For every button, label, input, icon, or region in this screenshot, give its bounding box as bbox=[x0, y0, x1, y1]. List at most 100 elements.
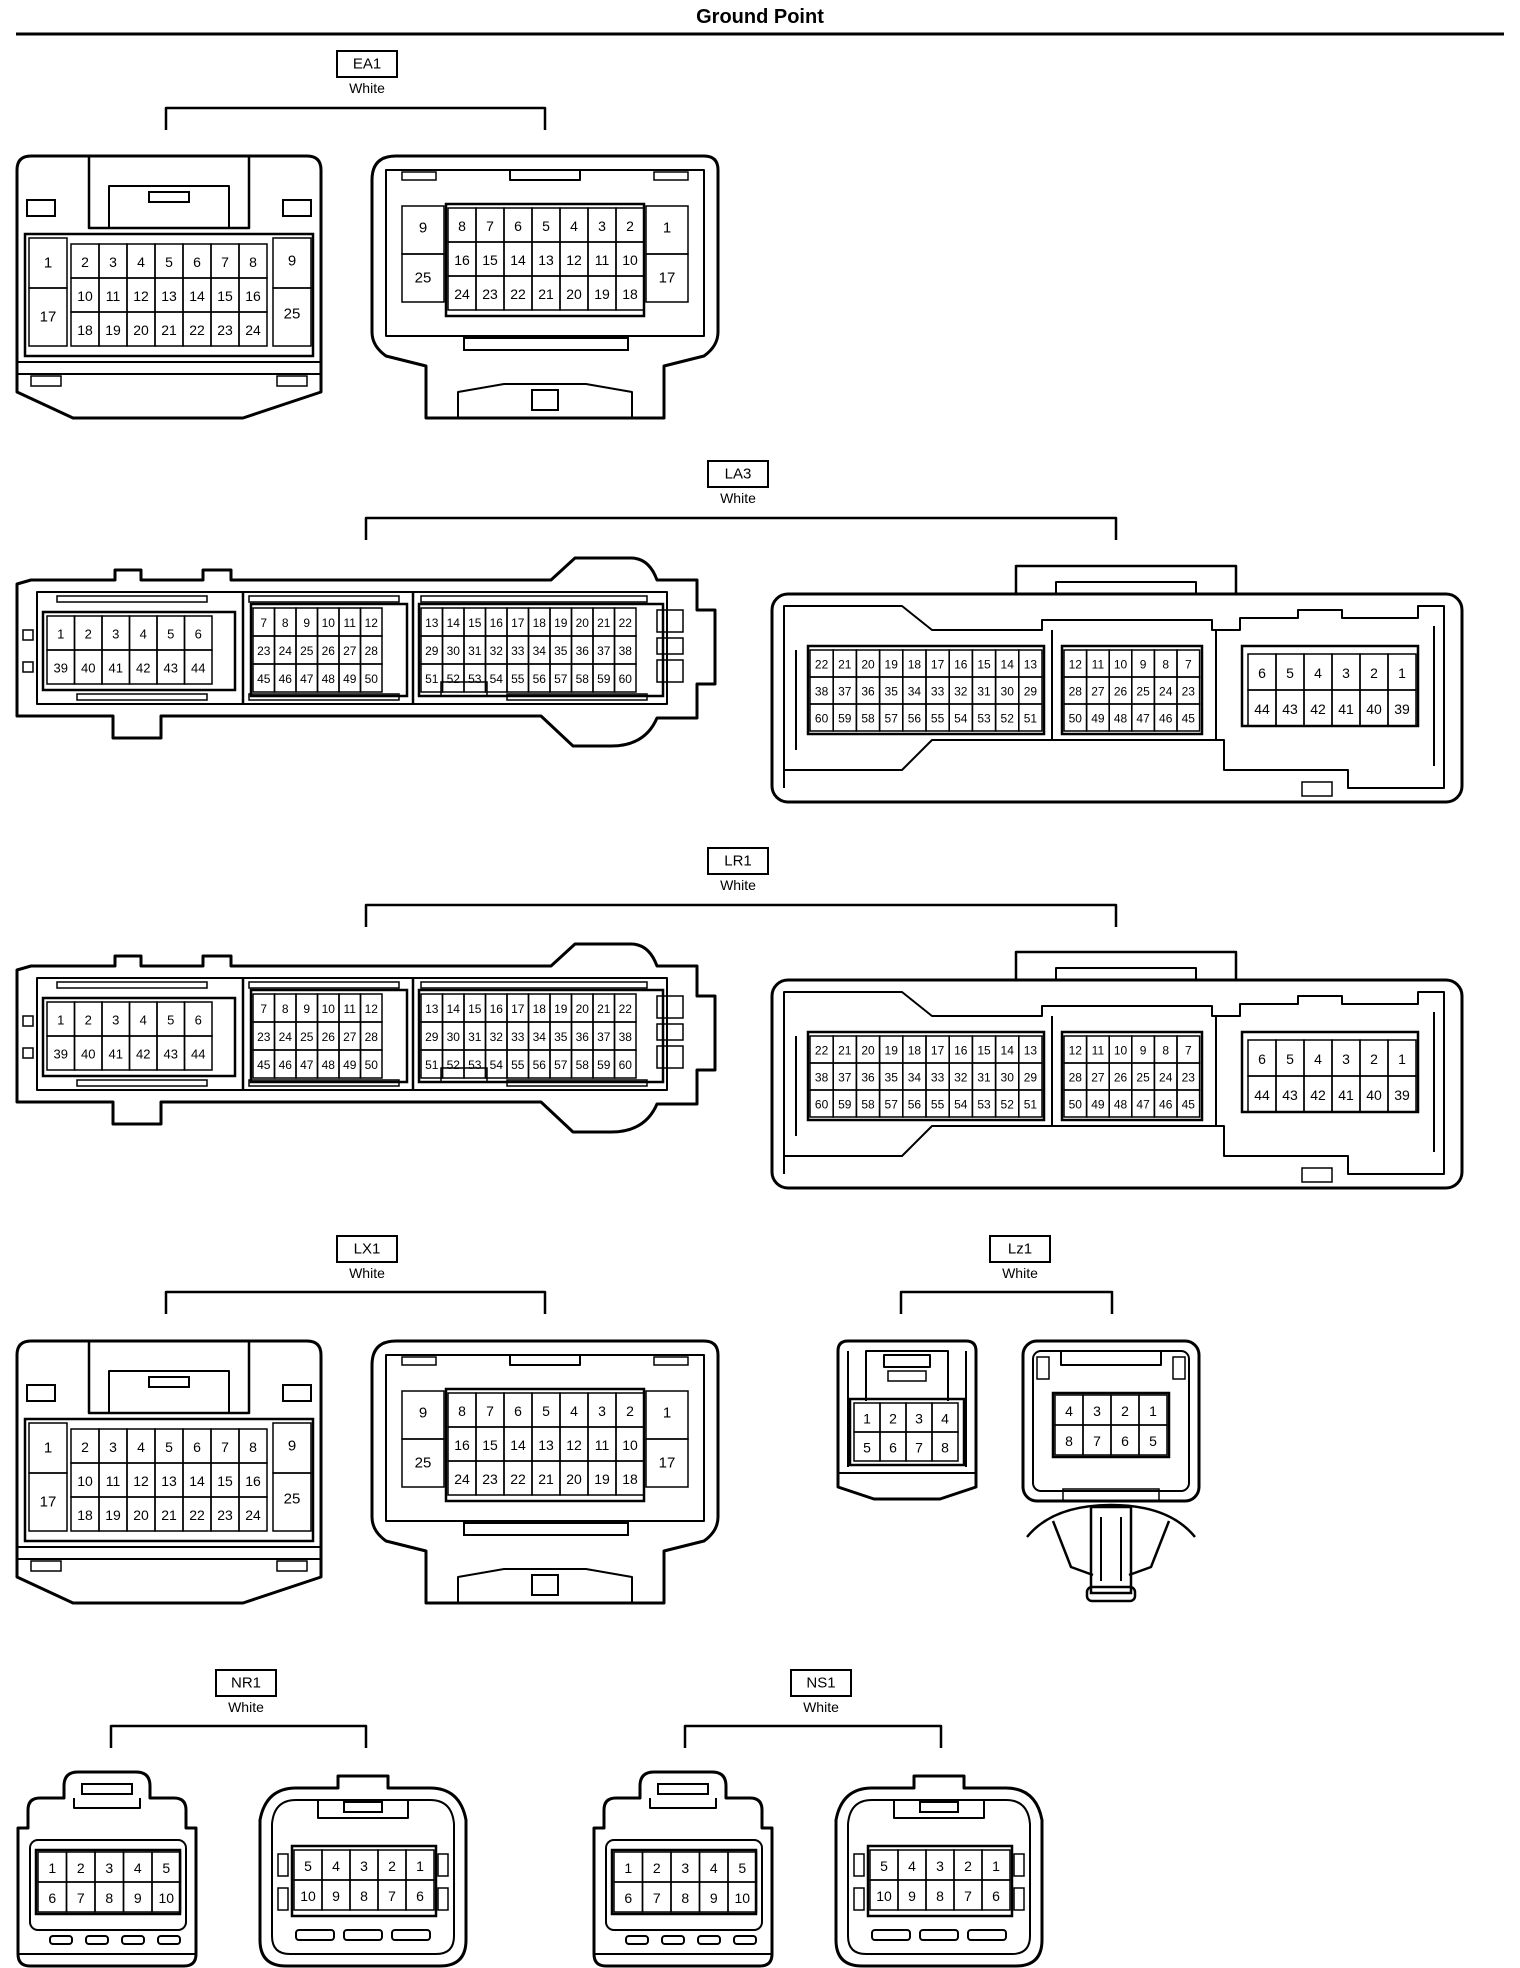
outline bbox=[847, 1799, 1031, 1955]
pin-number: 11 bbox=[1092, 658, 1105, 672]
pin-cell bbox=[405, 1879, 435, 1911]
outline bbox=[1036, 1356, 1050, 1380]
pin-number: 6 bbox=[889, 1440, 897, 1456]
outline bbox=[85, 1935, 109, 1945]
pin-number: 27 bbox=[1091, 1071, 1105, 1085]
pin-number: 44 bbox=[1254, 1087, 1270, 1103]
outline bbox=[1051, 1391, 1171, 1459]
connector-color: White bbox=[349, 80, 385, 96]
pin-number: 2 bbox=[626, 218, 634, 234]
outline bbox=[656, 1045, 684, 1069]
pin-number: 29 bbox=[425, 1030, 439, 1044]
pin-number: 3 bbox=[1093, 1403, 1101, 1419]
pin-cell bbox=[1018, 1089, 1043, 1118]
pin-number: 48 bbox=[1114, 1098, 1128, 1112]
pin-number: 22 bbox=[189, 322, 205, 338]
pin-number: 4 bbox=[134, 1860, 142, 1876]
pin-number: 7 bbox=[964, 1888, 972, 1904]
outline bbox=[56, 595, 208, 603]
pin-number: 10 bbox=[77, 288, 93, 304]
pin-number: 55 bbox=[511, 672, 525, 686]
pin-number: 4 bbox=[137, 1439, 145, 1455]
pin-number: 46 bbox=[1159, 712, 1173, 726]
outline bbox=[866, 1844, 1014, 1918]
pin-number: 41 bbox=[1338, 1087, 1354, 1103]
pin-number: 51 bbox=[425, 672, 439, 686]
pin-number: 37 bbox=[597, 644, 611, 658]
outline bbox=[1089, 1505, 1133, 1595]
outline bbox=[656, 659, 684, 683]
pin-number: 21 bbox=[538, 1471, 554, 1487]
outline bbox=[1055, 967, 1197, 980]
pin-number: 16 bbox=[490, 616, 504, 630]
pin-number: 20 bbox=[576, 616, 590, 630]
pin-number: 55 bbox=[511, 1058, 525, 1072]
pin-number: 14 bbox=[447, 1002, 461, 1016]
pin-number: 27 bbox=[343, 644, 357, 658]
outline bbox=[248, 981, 400, 989]
outline bbox=[26, 1384, 56, 1402]
outline bbox=[22, 661, 34, 673]
pin-cell bbox=[151, 1881, 182, 1913]
outline bbox=[653, 1356, 689, 1366]
pin-number: 42 bbox=[136, 661, 150, 676]
outline bbox=[23, 232, 315, 358]
pin-number: 6 bbox=[195, 1013, 202, 1028]
pin-number: 18 bbox=[77, 1507, 93, 1523]
pin-number: 5 bbox=[304, 1858, 312, 1874]
pin-number: 22 bbox=[815, 658, 829, 672]
pin-number: 49 bbox=[343, 672, 357, 686]
pin-number: 42 bbox=[136, 1047, 150, 1062]
outline bbox=[1060, 644, 1204, 736]
pin-number: 15 bbox=[977, 658, 991, 672]
pin-number: 10 bbox=[622, 1437, 638, 1453]
pin-number: 43 bbox=[164, 661, 178, 676]
pin-cell bbox=[183, 1035, 213, 1071]
pin-number: 57 bbox=[554, 1058, 568, 1072]
pin-number: 24 bbox=[245, 322, 261, 338]
pin-number: 16 bbox=[454, 1437, 470, 1453]
outline bbox=[656, 609, 684, 633]
outline bbox=[1013, 1853, 1025, 1877]
pin-number: 36 bbox=[861, 1071, 875, 1085]
pin-number: 4 bbox=[1065, 1403, 1073, 1419]
pin-number: 18 bbox=[622, 1471, 638, 1487]
pin-number: 5 bbox=[165, 254, 173, 270]
pin-number: 56 bbox=[908, 1098, 922, 1112]
pin-number: 29 bbox=[425, 644, 439, 658]
pin-number: 50 bbox=[1069, 712, 1083, 726]
pin-number: 3 bbox=[598, 218, 606, 234]
pin-number: 1 bbox=[44, 1440, 52, 1457]
pin-number: 51 bbox=[425, 1058, 439, 1072]
outline bbox=[653, 171, 689, 181]
pin-number: 17 bbox=[931, 1044, 945, 1058]
pin-number: 47 bbox=[1136, 712, 1150, 726]
outline bbox=[656, 995, 684, 1019]
pin-number: 26 bbox=[1114, 685, 1128, 699]
pin-number: 18 bbox=[77, 322, 93, 338]
outline bbox=[783, 991, 1445, 1175]
outline bbox=[605, 1839, 763, 1931]
pin-number: 1 bbox=[1398, 665, 1406, 681]
pin-number: 28 bbox=[1069, 685, 1083, 699]
pin-number: 7 bbox=[486, 218, 494, 234]
pin-number: 16 bbox=[490, 1002, 504, 1016]
pin-number: 4 bbox=[1314, 665, 1322, 681]
pin-number: 45 bbox=[1182, 1098, 1196, 1112]
pin-number: 22 bbox=[510, 286, 526, 302]
pin-number: 8 bbox=[360, 1888, 368, 1904]
connector-code-box bbox=[790, 1669, 852, 1697]
pin-number: 3 bbox=[109, 254, 117, 270]
outline bbox=[248, 595, 400, 603]
pin-number: 9 bbox=[303, 616, 310, 630]
pin-number: 17 bbox=[659, 270, 676, 287]
pin-cell bbox=[613, 1049, 637, 1079]
outline bbox=[1013, 1887, 1025, 1911]
pin-number: 12 bbox=[365, 1002, 379, 1016]
pin-number: 59 bbox=[838, 1098, 852, 1112]
pin-number: 23 bbox=[1182, 685, 1196, 699]
pin-number: 1 bbox=[624, 1860, 632, 1876]
outline bbox=[22, 629, 34, 641]
